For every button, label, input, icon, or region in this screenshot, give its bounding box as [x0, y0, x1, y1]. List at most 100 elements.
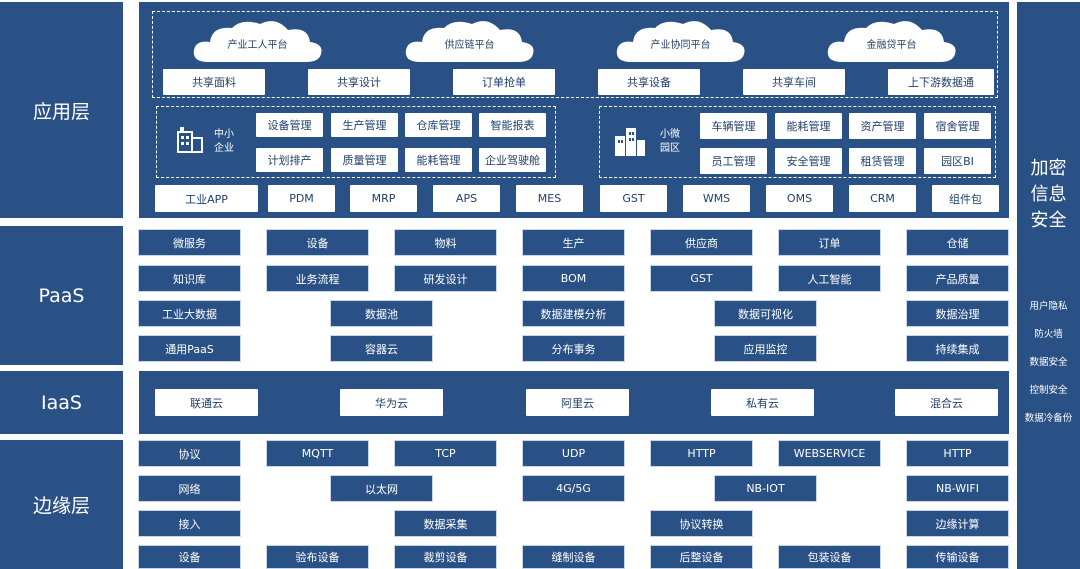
cloud-icon	[616, 21, 745, 62]
edge-item: WEBSERVICE	[778, 440, 881, 467]
sme-item: 仓库管理	[405, 113, 472, 137]
layer-label-app: 应用层	[0, 2, 123, 218]
edge-item: 数据采集	[394, 510, 497, 537]
edge-item: 边缘计算	[906, 510, 1009, 537]
sme-group	[156, 106, 556, 178]
paas-item: 应用监控	[714, 335, 817, 362]
cloud-platform-4: 金融贷平台	[824, 18, 959, 64]
park-item: 资产管理	[849, 113, 916, 139]
platform-label: 产业协同平台	[650, 40, 711, 51]
edge-item: NB-WIFI	[906, 475, 1009, 502]
cloud-platform-1: 产业工人平台	[190, 18, 325, 64]
paas-item: 订单	[778, 229, 881, 256]
shared-service: 共享面料	[163, 69, 265, 95]
edge-item: 协议	[138, 440, 241, 467]
iaas-item: 混合云	[895, 389, 998, 416]
paas-item: 产品质量	[906, 265, 1009, 292]
edge-item: 传输设备	[906, 545, 1009, 569]
paas-item: 数据可视化	[714, 300, 817, 327]
iaas-item: 私有云	[711, 389, 814, 416]
sme-label-text: 中小 企业	[214, 129, 234, 154]
cloud-platform-2: 供应链平台	[402, 18, 537, 64]
paas-item: 设备	[266, 229, 369, 256]
park-item: 安全管理	[775, 148, 842, 174]
edge-item: HTTP	[906, 440, 1009, 467]
cloud-platform-3: 产业协同平台	[613, 18, 748, 64]
iaas-item: 联通云	[155, 389, 258, 416]
park-item: 能耗管理	[775, 113, 842, 139]
park-item: 员工管理	[700, 148, 767, 174]
factory-icon	[174, 124, 206, 156]
app-item: WMS	[683, 185, 750, 212]
park-item: 宿舍管理	[924, 113, 991, 139]
layer-label-iaas: IaaS	[0, 371, 123, 434]
shared-service: 上下游数据通	[888, 69, 994, 95]
paas-item: 仓储	[906, 229, 1009, 256]
sme-label: 中小 企业	[214, 128, 248, 156]
edge-item: 以太网	[330, 475, 433, 502]
edge-item: 设备	[138, 545, 241, 569]
app-item: MES	[516, 185, 583, 212]
shared-service: 订单抢单	[453, 69, 555, 95]
edge-item: 网络	[138, 475, 241, 502]
edge-item: MQTT	[266, 440, 369, 467]
paas-item: 业务流程	[266, 265, 369, 292]
security-title-1: 加密	[1030, 158, 1067, 179]
edge-item: 裁剪设备	[394, 545, 497, 569]
edge-item: UDP	[522, 440, 625, 467]
sme-item: 质量管理	[331, 148, 398, 172]
edge-item: 后整设备	[650, 545, 753, 569]
app-item: PDM	[268, 185, 335, 212]
paas-item: BOM	[522, 265, 625, 292]
layer-label-paas-text: PaaS	[38, 284, 85, 307]
security-item: 数据安全	[1029, 357, 1068, 368]
paas-item: 知识库	[138, 265, 241, 292]
layer-label-paas: PaaS	[0, 226, 123, 365]
paas-item: 研发设计	[394, 265, 497, 292]
paas-item: 数据治理	[906, 300, 1009, 327]
security-item: 数据冷备份	[1024, 413, 1073, 424]
paas-item: GST	[650, 265, 753, 292]
sme-item: 生产管理	[331, 113, 398, 137]
paas-item: 生产	[522, 229, 625, 256]
paas-item: 通用PaaS	[138, 335, 241, 362]
edge-item: 接入	[138, 510, 241, 537]
park-group	[599, 106, 996, 178]
layer-label-edge-text: 边缘层	[32, 495, 90, 517]
sme-item: 企业驾驶舱	[479, 148, 546, 172]
security-item: 用户隐私	[1029, 301, 1068, 312]
park-item: 园区BI	[924, 148, 991, 174]
sme-item: 能耗管理	[405, 148, 472, 172]
shared-service: 共享车间	[743, 69, 845, 95]
park-item: 租赁管理	[849, 148, 916, 174]
edge-item: 4G/5G	[522, 475, 625, 502]
shared-service: 共享设备	[598, 69, 700, 95]
security-title-2: 信息	[1030, 184, 1067, 205]
edge-item: TCP	[394, 440, 497, 467]
edge-item: 缝制设备	[522, 545, 625, 569]
app-item: CRM	[849, 185, 916, 212]
buildings-icon	[613, 126, 647, 158]
iaas-item: 阿里云	[526, 389, 629, 416]
layer-label-iaas-text: IaaS	[41, 391, 82, 414]
layer-label-edge: 边缘层	[0, 440, 123, 569]
sme-item: 设备管理	[256, 113, 323, 137]
app-item: MRP	[350, 185, 417, 212]
platform-group	[152, 11, 998, 98]
sme-item: 智能报表	[479, 113, 546, 137]
platform-label: 产业工人平台	[227, 40, 288, 51]
edge-item: 验布设备	[266, 545, 369, 569]
platform-label: 金融贷平台	[866, 40, 917, 51]
paas-item: 供应商	[650, 229, 753, 256]
layer-label-app-text: 应用层	[32, 100, 90, 123]
paas-item: 微服务	[138, 229, 241, 256]
paas-item: 物料	[394, 229, 497, 256]
edge-item: 协议转换	[650, 510, 753, 537]
app-item: 组件包	[932, 185, 999, 212]
edge-item: 包装设备	[778, 545, 881, 569]
paas-item: 持续集成	[906, 335, 1009, 362]
security-panel	[1017, 2, 1080, 569]
paas-item: 工业大数据	[138, 300, 241, 327]
cloud-icon	[193, 21, 322, 62]
paas-item: 分布事务	[522, 335, 625, 362]
